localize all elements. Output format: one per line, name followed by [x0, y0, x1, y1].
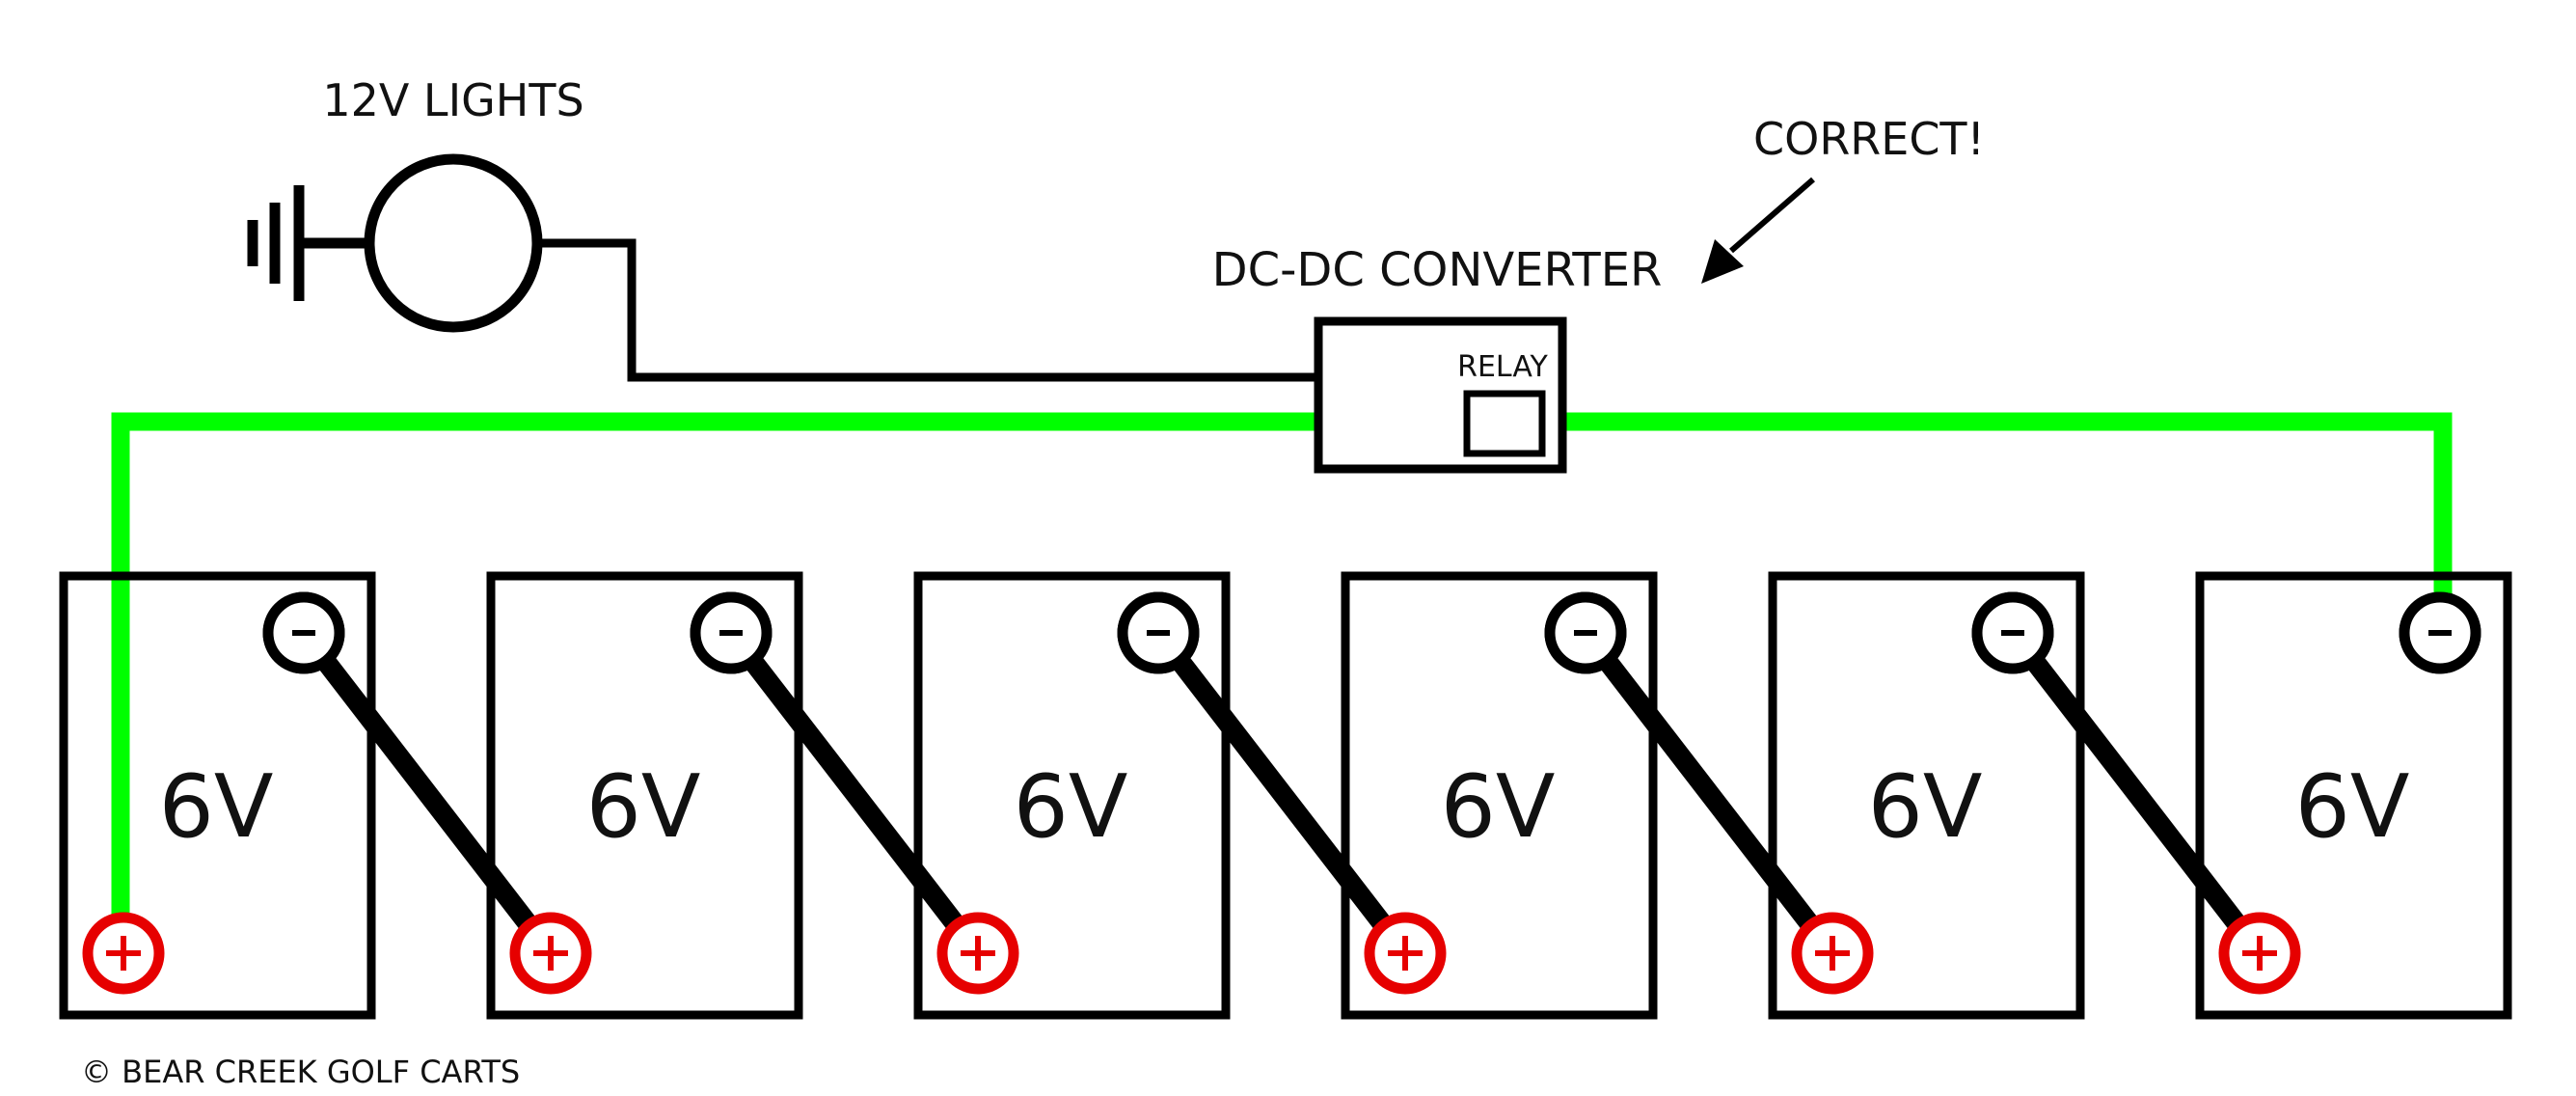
lights-label: 12V LIGHTS [322, 74, 583, 126]
series-jumper-cable [722, 626, 987, 960]
battery-case [1768, 571, 2085, 1020]
battery-case [1341, 571, 1658, 1020]
converter-label: DC-DC CONVERTER [1212, 243, 1663, 297]
dc-dc-converter-box [1314, 316, 1567, 474]
positive-terminal [2218, 912, 2301, 995]
relay-label: RELAY [1457, 350, 1548, 384]
positive-wire [111, 412, 1318, 922]
positive-terminal [1364, 912, 1447, 995]
negative-wire [1562, 412, 2453, 596]
battery-voltage-label: 6V [2295, 756, 2410, 858]
lights-wire [537, 238, 1318, 382]
lights-lamp [364, 153, 543, 333]
copyright-label: © BEAR CREEK GOLF CARTS [81, 1054, 520, 1090]
battery-voltage-label: 6V [586, 756, 701, 858]
correct-arrow-head-icon [1701, 239, 1744, 284]
positive-terminal [509, 912, 592, 995]
battery-case [2195, 571, 2512, 1020]
battery-voltage-label: 6V [1868, 756, 1983, 858]
series-jumper-cable [295, 626, 559, 960]
series-jumper-cable [1150, 626, 1414, 960]
battery-case [913, 571, 1231, 1020]
relay-box [1463, 390, 1546, 457]
battery-bank: 6V 6V 6V 6V 6V 6V [59, 571, 2512, 1020]
positive-terminal [1791, 912, 1874, 995]
battery-case [486, 571, 803, 1020]
series-jumper-cable [2004, 626, 2268, 960]
battery-voltage-label: 6V [159, 756, 274, 858]
correct-label: CORRECT! [1753, 113, 1985, 165]
battery-case [59, 571, 376, 1020]
ground-icon [247, 185, 365, 301]
battery-voltage-label: 6V [1441, 756, 1556, 858]
battery-voltage-label: 6V [1014, 756, 1128, 858]
positive-terminal [936, 912, 1019, 995]
positive-terminal [82, 912, 165, 995]
correct-arrow-shaft [1729, 177, 1815, 254]
series-jumper-cable [1577, 626, 1841, 960]
